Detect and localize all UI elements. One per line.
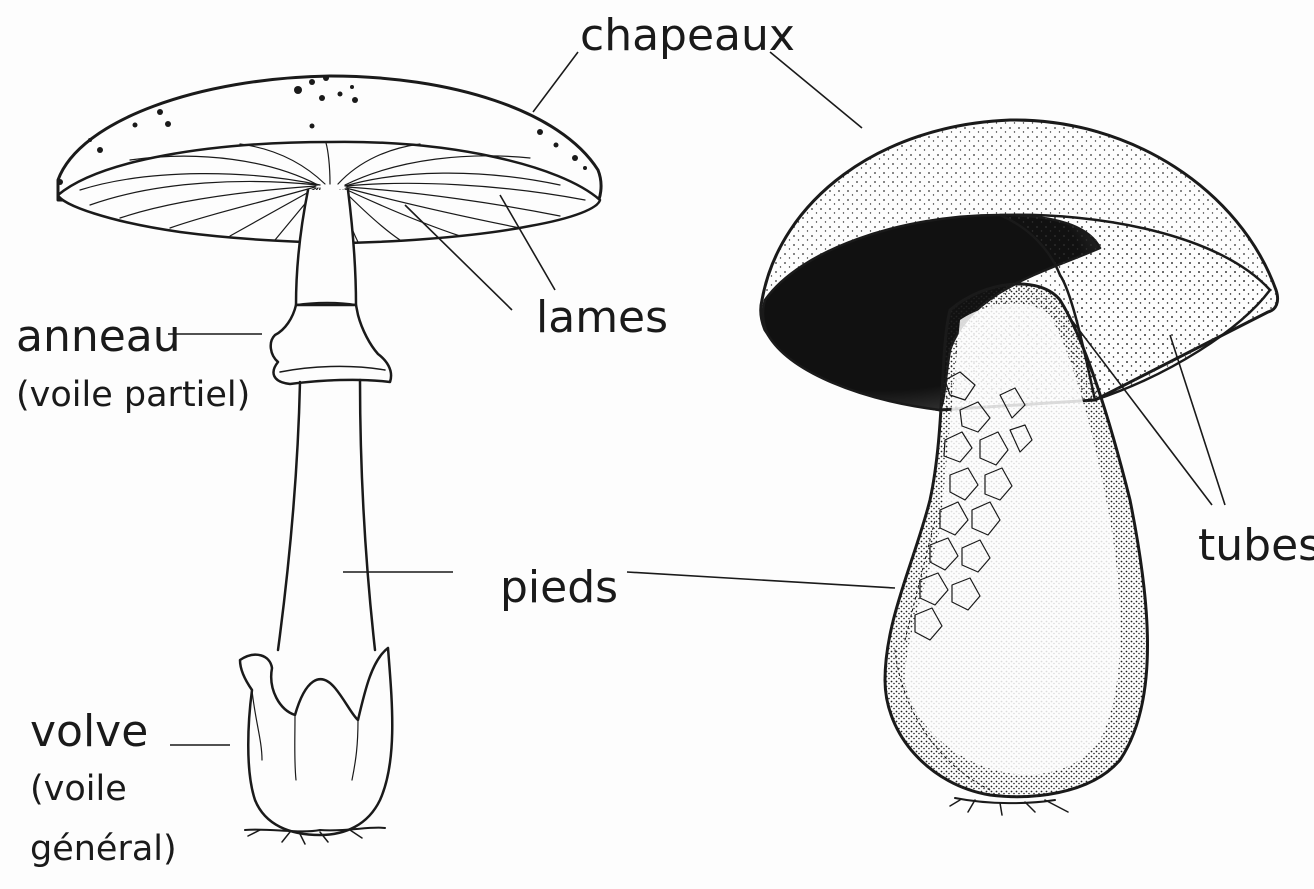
label-pieds: pieds (500, 566, 618, 610)
label-lames: lames (536, 296, 668, 340)
label-tubes: tubes (1198, 524, 1314, 568)
label-voile-partiel: (voile partiel) (16, 378, 250, 413)
amanita-ring (271, 305, 391, 384)
label-anneau: anneau (16, 315, 181, 359)
leader-chapeaux-right (770, 52, 862, 128)
bolete-drawing (761, 120, 1278, 815)
leader-chapeaux-left (533, 52, 578, 112)
leader-tubes-2 (1170, 335, 1225, 505)
label-chapeaux: chapeaux (580, 14, 795, 58)
amanita-volva (240, 648, 392, 835)
label-voile-general-line1: (voile (30, 772, 127, 807)
amanita-stem (296, 190, 356, 305)
label-volve: volve (30, 710, 148, 754)
leader-pieds-right (627, 572, 895, 588)
label-voile-general-line2: général) (30, 832, 177, 867)
